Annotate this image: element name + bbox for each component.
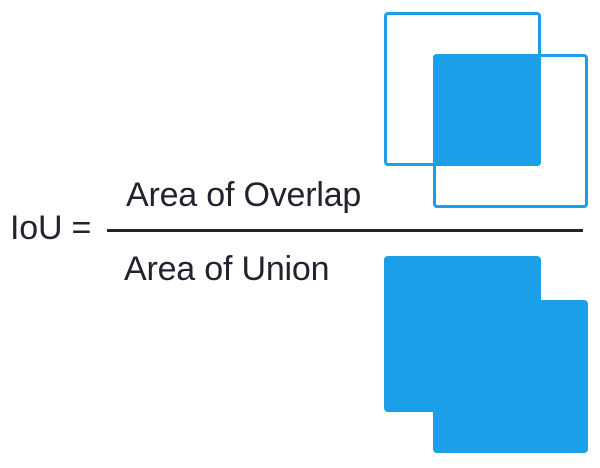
- fraction-bar: [107, 229, 583, 232]
- overlap-diagram-intersection-fill: [433, 54, 541, 166]
- iou-equals-label: IoU =: [10, 209, 92, 247]
- union-diagram-box-b-fill: [433, 300, 588, 453]
- numerator-label: Area of Overlap: [126, 176, 362, 214]
- denominator-label: Area of Union: [124, 250, 330, 288]
